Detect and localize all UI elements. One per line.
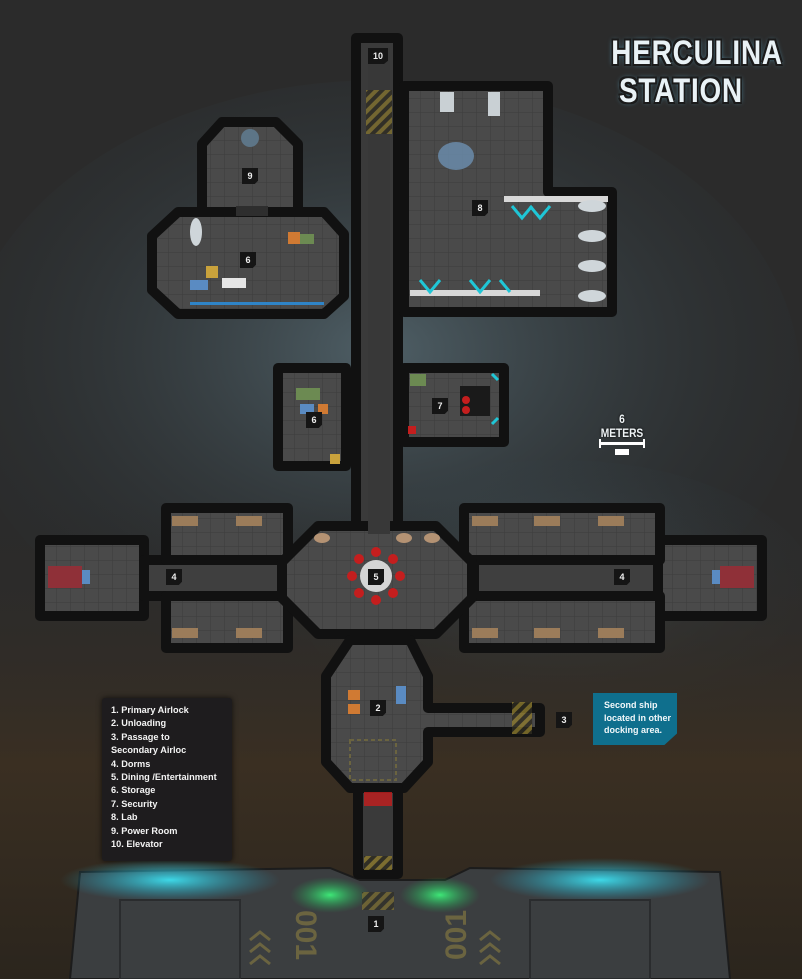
callout-line3: docking area. [604,725,663,735]
legend-item: 3. Passage to [111,731,170,742]
room-label-dorms-right: 4 [614,569,630,585]
map-title-line1: HERCULINA [611,34,783,72]
storage-crates [190,218,340,464]
legend-item: 2. Unloading [111,718,167,729]
security-equipment [408,372,500,434]
legend-item: 4. Dorms [111,758,151,769]
scale-bar: 6 METERS [596,412,648,455]
map-title: HERCULINA STATION [596,34,783,110]
room-label-storage-upper: 6 [240,252,256,268]
room-label-storage-mid: 6 [306,412,322,428]
lab-equipment [410,92,608,302]
room-label-dining: 5 [368,569,384,585]
scale-line [599,439,645,448]
legend-item: 1. Primary Airlock [111,705,189,715]
callout-line1: Second ship [604,700,658,710]
room-label-dorms-left: 4 [166,569,182,585]
legend-item: 9. Power Room [111,825,178,836]
map-legend: 1. Primary Airlock 2. Unloading 3. Passage… [102,698,232,861]
ship-marking-right: 001 [440,910,473,960]
callout-line2: located in other [604,712,672,723]
power-room-equipment [236,129,268,216]
scale-label: 6 METERS [600,412,644,440]
room-label-power: 9 [242,168,258,184]
scale-block [615,449,629,455]
legend-item: Secondary Airloc [111,745,187,756]
legend-item: 6. Storage [111,785,156,796]
map-title-line2: STATION [619,72,743,110]
room-label-passage: 3 [556,712,572,728]
unloading-crates [348,686,406,781]
legend-item: 5. Dining /Entertainment [111,772,217,783]
room-label-lab: 8 [472,200,488,216]
dorm-beds [48,516,754,638]
second-ship-callout: Second ship located in other docking are… [593,693,677,745]
legend-item: 8. Lab [111,812,138,823]
room-label-airlock: 1 [368,916,384,932]
legend-item: 7. Security [111,798,158,809]
station-hull [35,33,767,879]
room-label-elevator: 10 [368,48,388,64]
ship-marking-left: 001 [289,910,322,960]
room-label-unloading: 2 [370,700,386,716]
legend-item: 10. Elevator [111,839,163,850]
room-label-security: 7 [432,398,448,414]
docked-ship: 001 001 [60,858,732,979]
